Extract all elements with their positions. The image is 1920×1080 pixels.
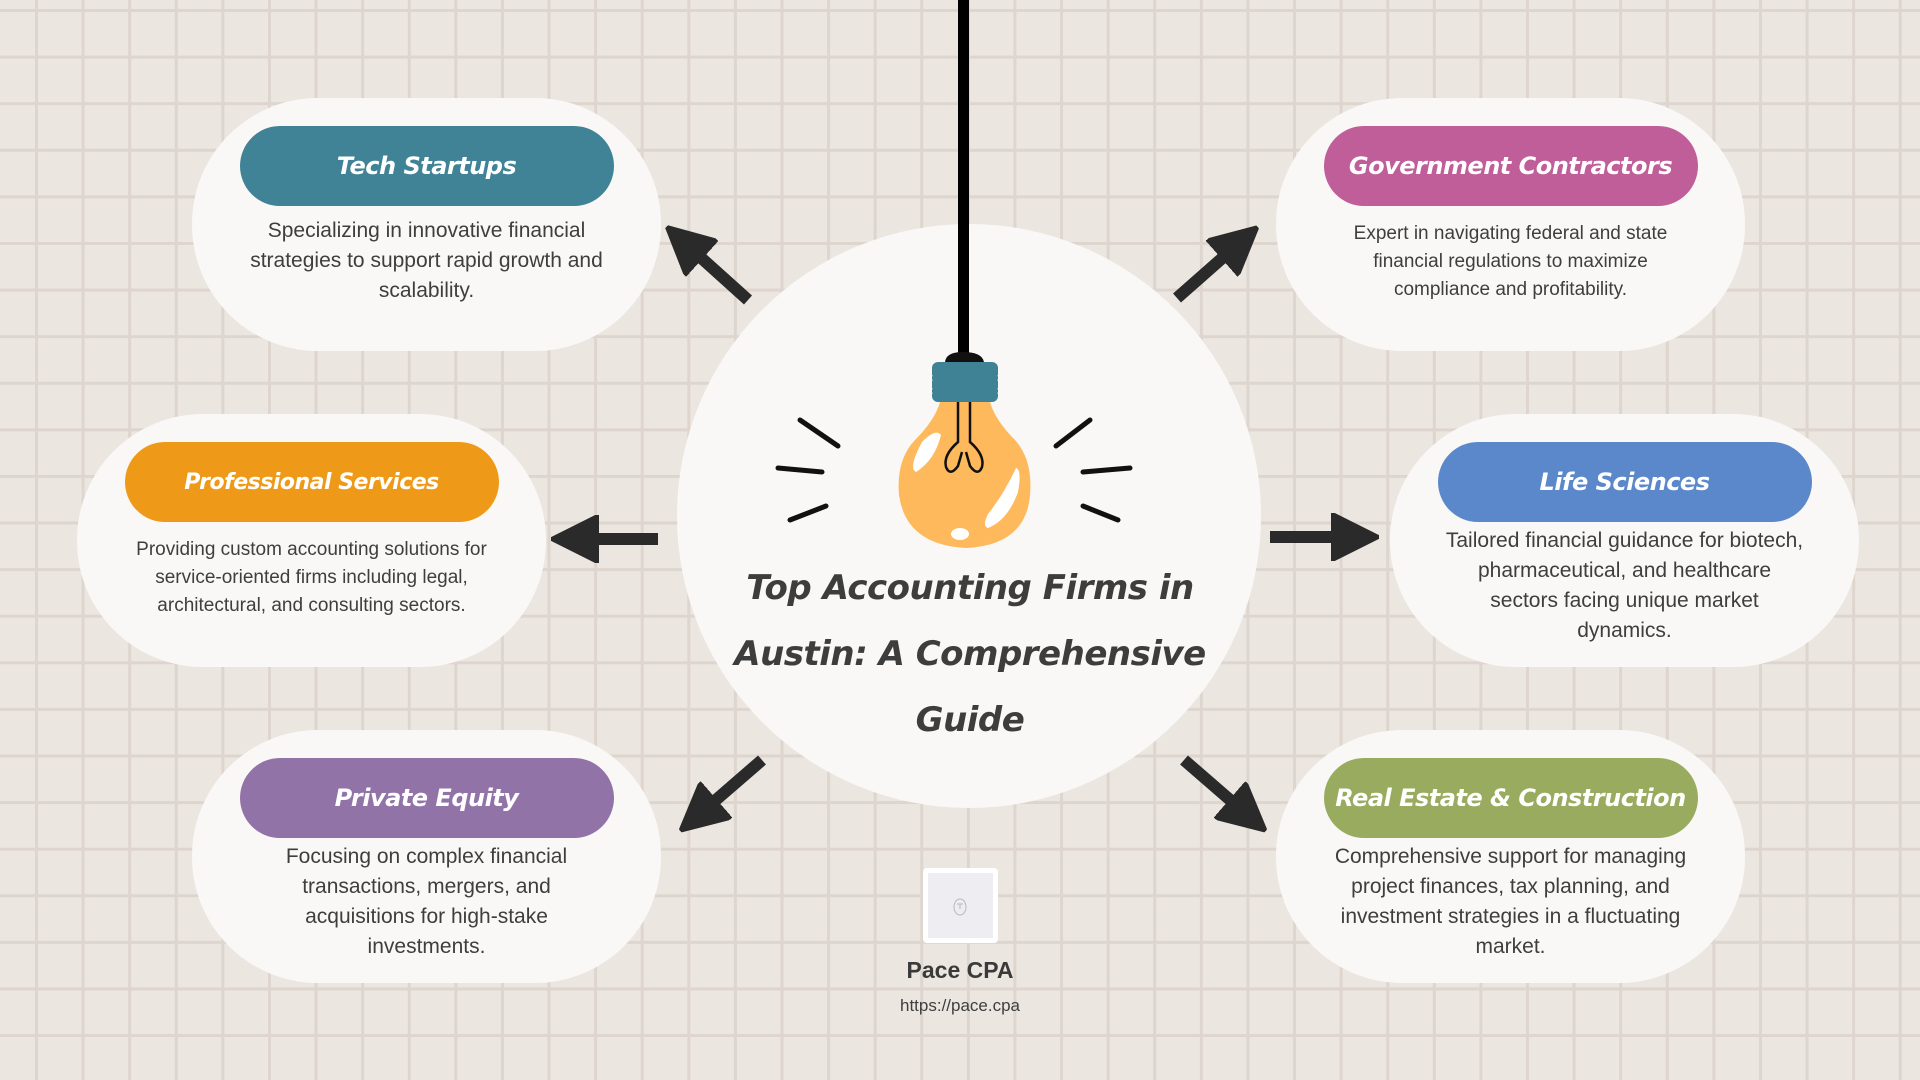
brand-block: Pace CPA https://pace.cpa [880, 868, 1040, 1016]
brand-logo[interactable] [922, 868, 998, 943]
title-line-2: Austin: A Comprehensive [734, 634, 1206, 674]
title-line-1: Top Accounting Firms in [746, 568, 1194, 608]
brand-name: Pace CPA [906, 957, 1014, 983]
card-description: Providing custom accounting solutions fo… [136, 539, 487, 616]
bulb-cord [958, 0, 969, 360]
card-tech-startups: Tech Startups Specializing in innovative… [192, 98, 661, 351]
arrow-icon [702, 755, 766, 812]
card-label: Private Equity [239, 758, 614, 838]
card-label: Tech Startups [239, 126, 614, 206]
card-label: Life Sciences [1437, 442, 1812, 522]
card-description: Focusing on complex financial transactio… [285, 845, 568, 958]
card-description: Tailored financial guidance for biotech,… [1445, 529, 1804, 642]
card-description: Specializing in innovative financial str… [250, 219, 603, 302]
card-real-estate-construction: Real Estate & Construction Comprehensive… [1276, 730, 1745, 983]
arrow-icon [1173, 246, 1236, 303]
card-description: Expert in navigating federal and state f… [1353, 223, 1668, 300]
card-private-equity: Private Equity Focusing on complex finan… [192, 730, 661, 983]
diagram-title: Top Accounting Firms in Austin: A Compre… [730, 555, 1210, 753]
card-label: Professional Services [124, 442, 499, 522]
arrow-icon [1180, 755, 1244, 812]
pace-logo-icon [953, 898, 967, 915]
card-label: Government Contractors [1323, 126, 1698, 206]
card-life-sciences: Life Sciences Tailored financial guidanc… [1390, 414, 1859, 667]
title-line-3: Guide [915, 700, 1025, 740]
card-government-contractors: Government Contractors Expert in navigat… [1276, 98, 1745, 351]
arrow-icon [688, 246, 753, 305]
brand-url-link[interactable]: https://pace.cpa [899, 996, 1021, 1015]
card-professional-services: Professional Services Providing custom a… [77, 414, 546, 667]
card-label: Real Estate & Construction [1323, 758, 1698, 838]
card-description: Comprehensive support for managing proje… [1334, 845, 1687, 958]
